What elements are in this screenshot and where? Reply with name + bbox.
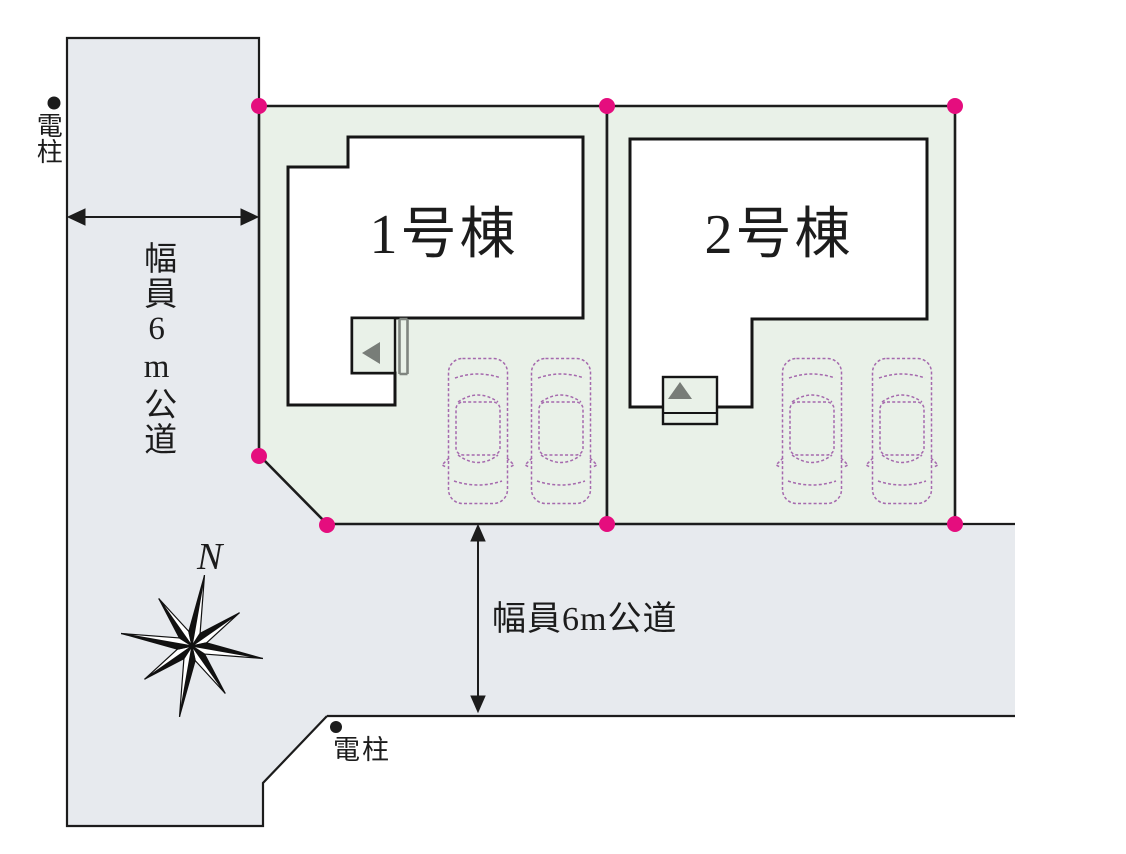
boundary-marker bbox=[319, 517, 335, 533]
entrance-door-1 bbox=[398, 317, 409, 376]
width-arrow-bottom bbox=[470, 523, 486, 714]
boundary-marker bbox=[947, 516, 963, 532]
compass-rose-icon bbox=[120, 574, 264, 718]
building-2 bbox=[628, 137, 929, 409]
utility-pole-dot-bottom bbox=[330, 721, 342, 733]
road-area bbox=[67, 38, 1015, 826]
road-bottom-outline bbox=[327, 522, 1015, 718]
boundary-marker bbox=[251, 98, 267, 114]
width-arrow-left bbox=[66, 208, 260, 226]
boundary-markers bbox=[251, 98, 963, 533]
building-2-label: 2号棟 bbox=[704, 204, 854, 266]
pole-label-top: 電柱 bbox=[33, 112, 63, 164]
boundary-marker bbox=[947, 98, 963, 114]
building-1-label: 1号棟 bbox=[369, 204, 519, 266]
boundary-marker bbox=[599, 98, 615, 114]
road-left-label: 幅員6m公道 bbox=[138, 241, 175, 457]
boundary-marker bbox=[251, 448, 267, 464]
boundary-marker bbox=[599, 516, 615, 532]
road-bottom-label: 幅員6m公道 bbox=[492, 601, 678, 638]
north-label: N bbox=[197, 536, 223, 578]
entrance-arrow-1-icon bbox=[362, 342, 380, 364]
pole-label-bottom: 電柱 bbox=[333, 735, 391, 765]
road-left-outline bbox=[65, 36, 328, 828]
porch-1 bbox=[350, 316, 397, 375]
entrance-arrow-2-icon bbox=[668, 382, 692, 399]
utility-pole-dot-top bbox=[47, 96, 61, 110]
porch-2 bbox=[661, 375, 719, 426]
